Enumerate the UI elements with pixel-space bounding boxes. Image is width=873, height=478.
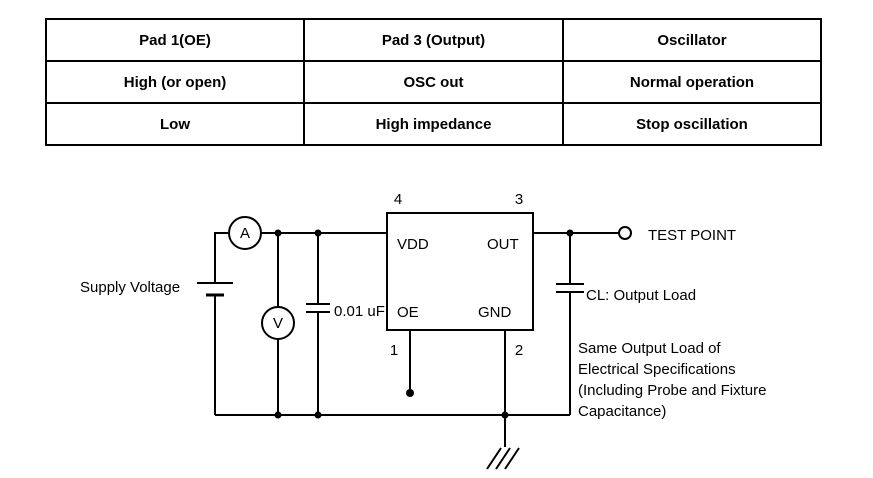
junction-dot	[274, 229, 282, 237]
table-cell: Stop oscillation	[562, 102, 822, 146]
note-line: Same Output Load of	[578, 340, 721, 357]
test-point-label: TEST POINT	[648, 227, 736, 244]
table-cell: Normal operation	[562, 60, 822, 104]
table-cell: High (or open)	[45, 60, 305, 104]
table-row: High (or open) OSC out Normal operation	[45, 60, 822, 104]
ic-vdd-label: VDD	[397, 236, 429, 253]
ic-oe-label: OE	[397, 304, 419, 321]
ammeter-label: A	[240, 225, 250, 242]
ground-symbol	[495, 447, 511, 470]
capacitor-value-label: 0.01 uF	[334, 303, 385, 320]
table-row: Low High impedance Stop oscillation	[45, 102, 822, 146]
ground-symbol	[486, 447, 502, 470]
ic-gnd-label: GND	[478, 304, 512, 321]
junction-dot	[314, 229, 322, 237]
note-line: (Including Probe and Fixture	[578, 382, 766, 399]
supply-voltage-label: Supply Voltage	[80, 279, 180, 296]
ground-symbol	[504, 447, 520, 470]
ic-pin4-number: 4	[394, 191, 402, 208]
ic-pin1-number: 1	[390, 342, 398, 359]
table-header-row: Pad 1(OE) Pad 3 (Output) Oscillator	[45, 18, 822, 62]
output-load-label: CL: Output Load	[586, 287, 696, 304]
table-header-pad3: Pad 3 (Output)	[303, 18, 564, 62]
note-line: Capacitance)	[578, 403, 666, 420]
ic-pin3-number: 3	[515, 191, 523, 208]
table-cell: OSC out	[303, 60, 564, 104]
note-line: Electrical Specifications	[578, 361, 736, 378]
oe-pin-terminal-dot	[406, 389, 414, 397]
table-cell: Low	[45, 102, 305, 146]
oe-function-table: Pad 1(OE) Pad 3 (Output) Oscillator High…	[45, 18, 822, 146]
wire-battery-top	[214, 232, 229, 283]
voltmeter-label: V	[273, 315, 283, 332]
ic-out-label: OUT	[487, 236, 519, 253]
table-header-oscillator: Oscillator	[562, 18, 822, 62]
table-cell: High impedance	[303, 102, 564, 146]
test-circuit-diagram: Supply Voltage A V 0.01 uF VDD OUT OE GN…	[80, 191, 766, 470]
table-header-pad1: Pad 1(OE)	[45, 18, 305, 62]
test-point-terminal	[618, 226, 632, 240]
ic-pin2-number: 2	[515, 342, 523, 359]
ic-body	[386, 212, 534, 331]
